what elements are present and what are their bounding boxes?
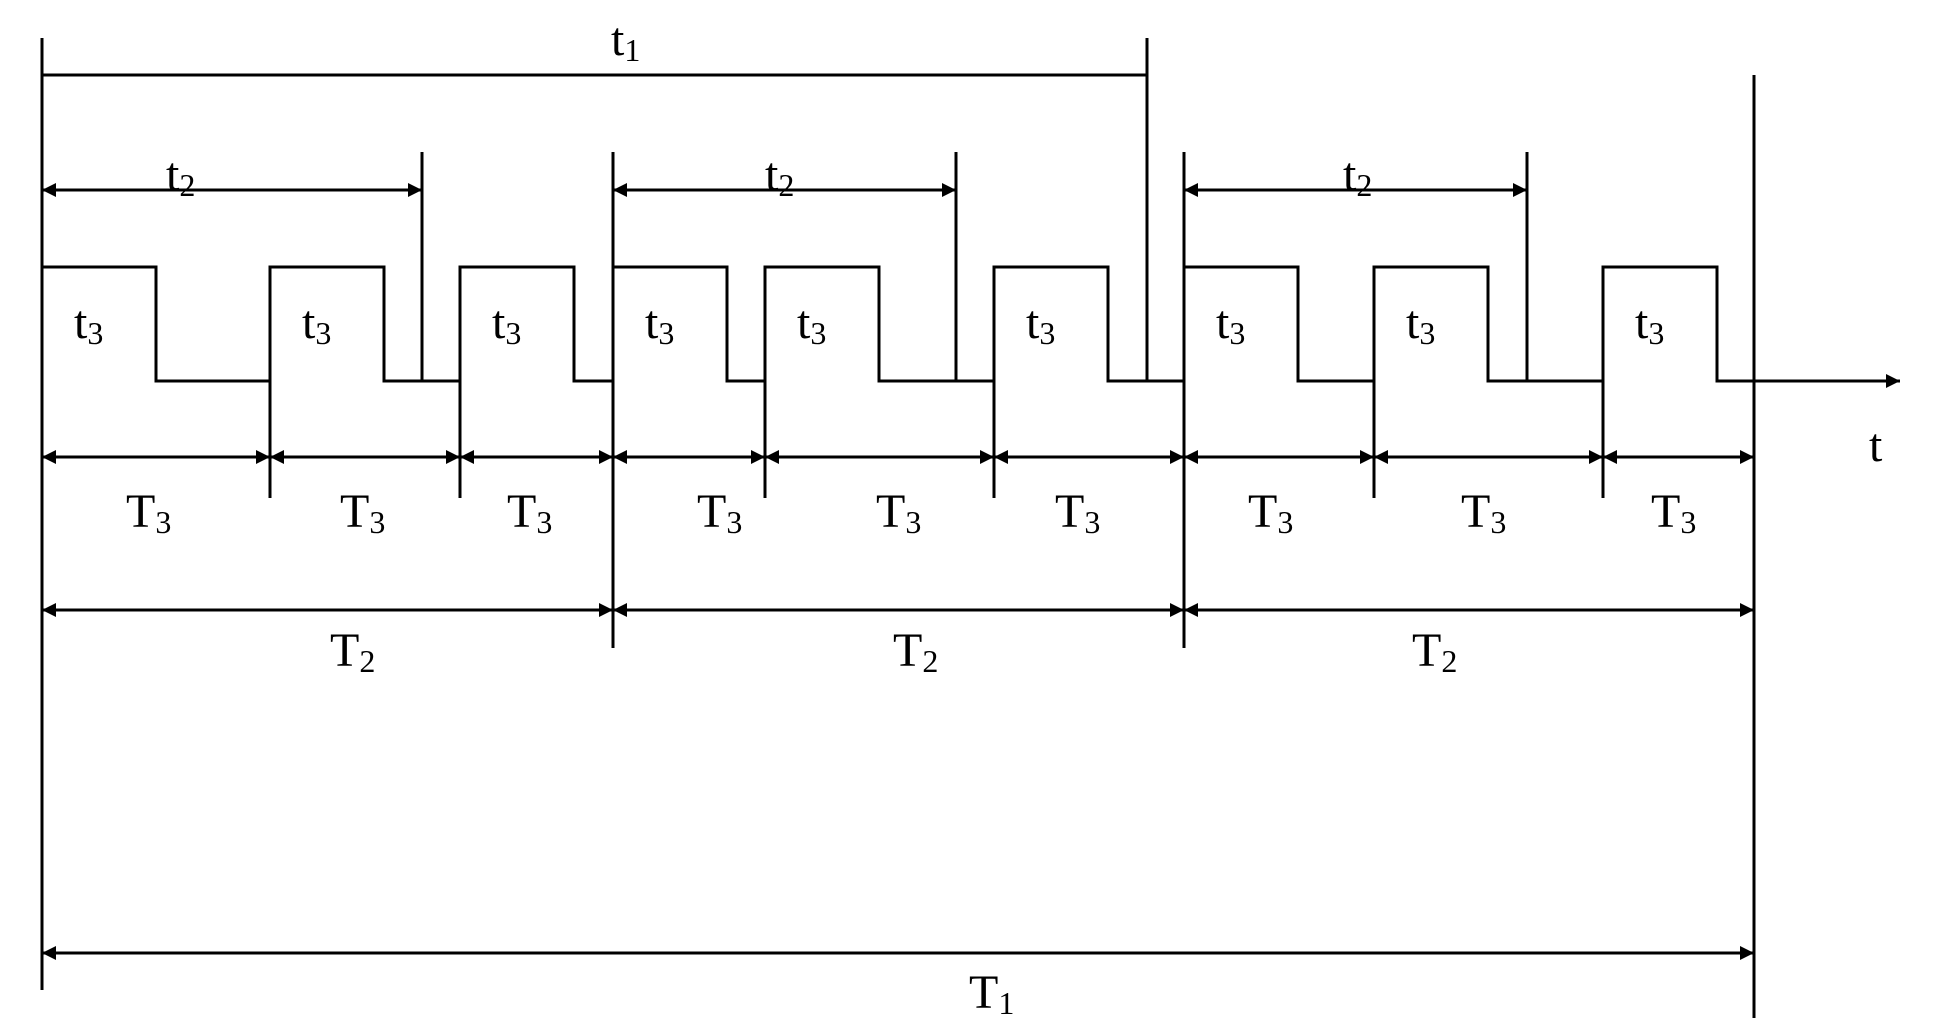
T3-label: T3 bbox=[876, 485, 921, 540]
T3-label: T3 bbox=[1651, 485, 1696, 540]
T2-label: T2 bbox=[330, 624, 375, 679]
T3-label: T3 bbox=[1055, 485, 1100, 540]
T1-label: T1 bbox=[969, 966, 1014, 1018]
T3-label: T3 bbox=[126, 485, 171, 540]
T2-label: T2 bbox=[1412, 624, 1457, 679]
t2-label: t2 bbox=[1343, 148, 1372, 203]
t3-label: t3 bbox=[1026, 296, 1055, 351]
t3-label: t3 bbox=[74, 296, 103, 351]
t3-label: t3 bbox=[1406, 296, 1435, 351]
t3-label: t3 bbox=[492, 296, 521, 351]
T3-label: T3 bbox=[507, 485, 552, 540]
T3-label: T3 bbox=[1248, 485, 1293, 540]
t3-label: t3 bbox=[1216, 296, 1245, 351]
t1-label: t1 bbox=[611, 13, 640, 68]
T2-label: T2 bbox=[893, 624, 938, 679]
t3-label: t3 bbox=[302, 296, 331, 351]
t2-label: t2 bbox=[166, 148, 195, 203]
t3-label: t3 bbox=[645, 296, 674, 351]
pulse-train bbox=[40, 265, 1754, 383]
T3-label: T3 bbox=[340, 485, 385, 540]
time-axis-label: t bbox=[1869, 419, 1883, 472]
T3-label: T3 bbox=[697, 485, 742, 540]
t3-label: t3 bbox=[797, 296, 826, 351]
T3-label: T3 bbox=[1461, 485, 1506, 540]
t2-label: t2 bbox=[765, 148, 794, 203]
t3-label: t3 bbox=[1635, 296, 1664, 351]
